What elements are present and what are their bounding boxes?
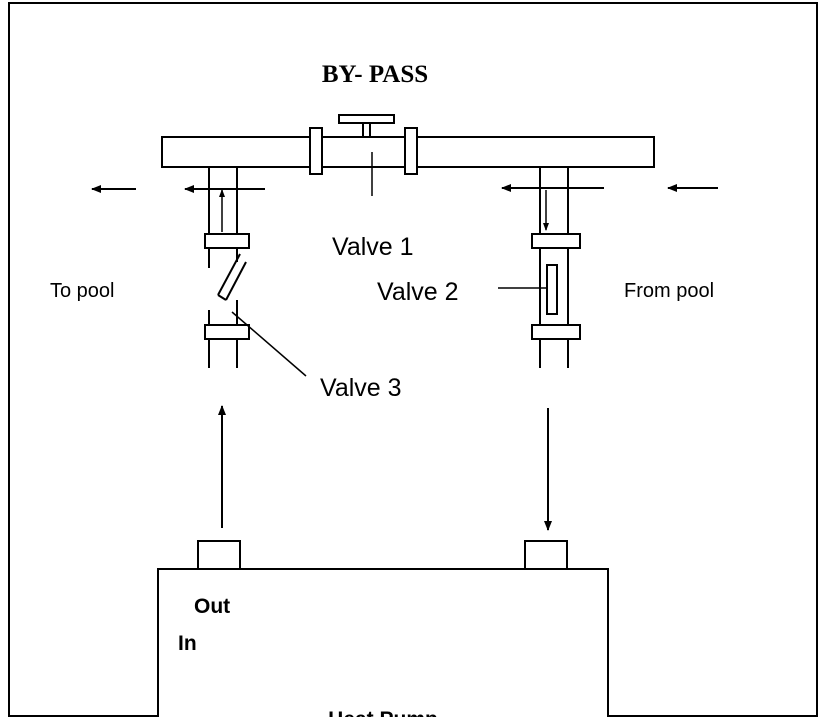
- heat-pump-label: Heat Pump: [328, 708, 438, 717]
- bypass-title: BY- PASS: [322, 61, 428, 88]
- right-pipe: [531, 167, 581, 368]
- valve-2-symbol: [546, 264, 558, 315]
- valve-3-label: Valve 3: [320, 374, 402, 402]
- from-pool-label: From pool: [624, 280, 714, 302]
- in-label: In: [178, 632, 197, 655]
- valve-3-leader: [231, 311, 307, 377]
- valve-1-label: Valve 1: [332, 233, 414, 261]
- valve-2-label: Valve 2: [377, 278, 459, 306]
- to-pool-label: To pool: [50, 280, 115, 302]
- heat-pump-unit: [157, 540, 609, 717]
- left-pipe: [204, 167, 250, 368]
- valve-3-symbol: [217, 253, 247, 301]
- valve-1-symbol: [309, 114, 418, 175]
- out-label: Out: [194, 595, 230, 618]
